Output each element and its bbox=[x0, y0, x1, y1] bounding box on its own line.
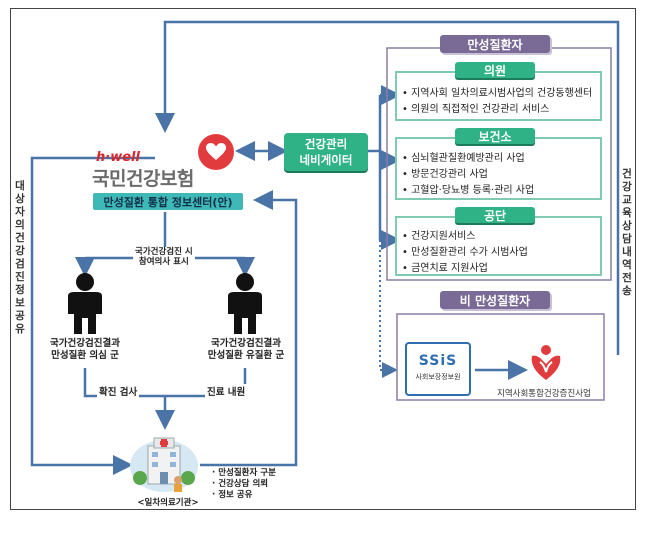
ssis-caption: 사회보장정보원 bbox=[415, 373, 461, 381]
clinic-notes: · 만성질환자 구분 · 건강상담 의뢰 · 정보 공유 bbox=[212, 468, 276, 501]
group-health-center-title: 보건소 bbox=[455, 128, 535, 144]
info-center-bar[interactable]: 만성질환 통합 정보센터(안) bbox=[93, 193, 243, 210]
top-feedback-arrow bbox=[155, 20, 620, 355]
list-item: 건강지원서비스 bbox=[402, 229, 528, 245]
confirm-exam-label: 확진 검사 bbox=[97, 384, 140, 398]
left-share-arrow bbox=[30, 156, 155, 475]
group-nhis-title: 공단 bbox=[455, 207, 535, 223]
checkup-note: 국가건강검진 시 참여의사 표시 bbox=[133, 247, 195, 267]
list-item: 지역사회 일차의료시범사업의 건강동행센터 bbox=[402, 86, 592, 102]
list-item: · 만성질환자 구분 bbox=[212, 468, 276, 478]
person-right-line1: 국가건강검진결과 bbox=[211, 338, 281, 349]
list-item: 의원의 직접적인 건강관리 서비스 bbox=[402, 102, 592, 118]
person-suspected-icon bbox=[62, 272, 108, 338]
navigator-line1: 건강관리 bbox=[304, 137, 348, 151]
clinic-icon bbox=[128, 428, 200, 494]
community-health-logo-icon bbox=[528, 342, 564, 382]
checkup-note-line1: 국가건강검진 시 bbox=[135, 247, 193, 257]
group-clinic-title: 의원 bbox=[455, 62, 535, 78]
group-clinic-items: 지역사회 일차의료시범사업의 건강동행센터 의원의 직접적인 건강관리 서비스 bbox=[402, 86, 592, 118]
health-navigator-box[interactable]: 건강관리 네비게이터 bbox=[284, 133, 368, 171]
person-diagnosed-label: 국가건강검진결과 만성질환 유질환 군 bbox=[196, 338, 296, 362]
left-vertical-label: 대상자의 건강검진 정보공유 bbox=[15, 180, 25, 335]
ssis-logo-text: SSiS bbox=[418, 353, 458, 369]
person-suspected-label: 국가건강검진결과 만성질환 의심 군 bbox=[40, 338, 130, 362]
heart-logo-icon bbox=[198, 134, 234, 170]
care-visit-label: 진료 내원 bbox=[205, 384, 248, 398]
clinic-label: <일차의료기관> bbox=[137, 498, 199, 508]
right-vertical-label: 건강교육 상담내역 전송 bbox=[622, 168, 632, 297]
group-nhis-items: 건강지원서비스 만성질환관리 수가 시범사업 금연치료 지원사업 bbox=[402, 229, 528, 277]
navigator-line2: 네비게이터 bbox=[299, 153, 353, 167]
clinic-return-arrow bbox=[200, 190, 298, 467]
chronic-patients-title: 만성질환자 bbox=[440, 35, 550, 53]
figure-frame bbox=[10, 8, 636, 510]
person-left-line2: 만성질환 의심 군 bbox=[51, 350, 119, 361]
person-diagnosed-icon bbox=[222, 272, 268, 338]
non-chronic-panel-border bbox=[396, 313, 605, 401]
checkup-note-line2: 참여의사 표시 bbox=[138, 257, 189, 267]
list-item: 만성질환관리 수가 시범사업 bbox=[402, 245, 528, 261]
person-left-line1: 국가건강검진결과 bbox=[50, 338, 120, 349]
ssis-logo: SSiS 사회보장정보원 bbox=[405, 342, 471, 396]
person-right-line2: 만성질환 유질환 군 bbox=[207, 350, 285, 361]
list-item: · 건강상담 의뢰 bbox=[212, 479, 269, 489]
list-item: 고혈압·당뇨병 등록·관리 사업 bbox=[402, 183, 534, 199]
list-item: · 정보 공유 bbox=[212, 490, 253, 500]
nhis-logo-text: 국민건강보험 bbox=[92, 168, 194, 190]
group-health-center-items: 심뇌혈관질환예방관리 사업 방문건강관리 사업 고혈압·당뇨병 등록·관리 사업 bbox=[402, 151, 534, 199]
hwell-logo-text: h·well bbox=[96, 150, 140, 165]
non-chronic-title: 비 만성질환자 bbox=[440, 291, 550, 309]
list-item: 심뇌혈관질환예방관리 사업 bbox=[402, 151, 534, 167]
list-item: 금연치료 지원사업 bbox=[402, 261, 528, 277]
community-caption: 지역사회통합건강증진사업 bbox=[497, 389, 591, 399]
list-item: 방문건강관리 사업 bbox=[402, 167, 534, 183]
